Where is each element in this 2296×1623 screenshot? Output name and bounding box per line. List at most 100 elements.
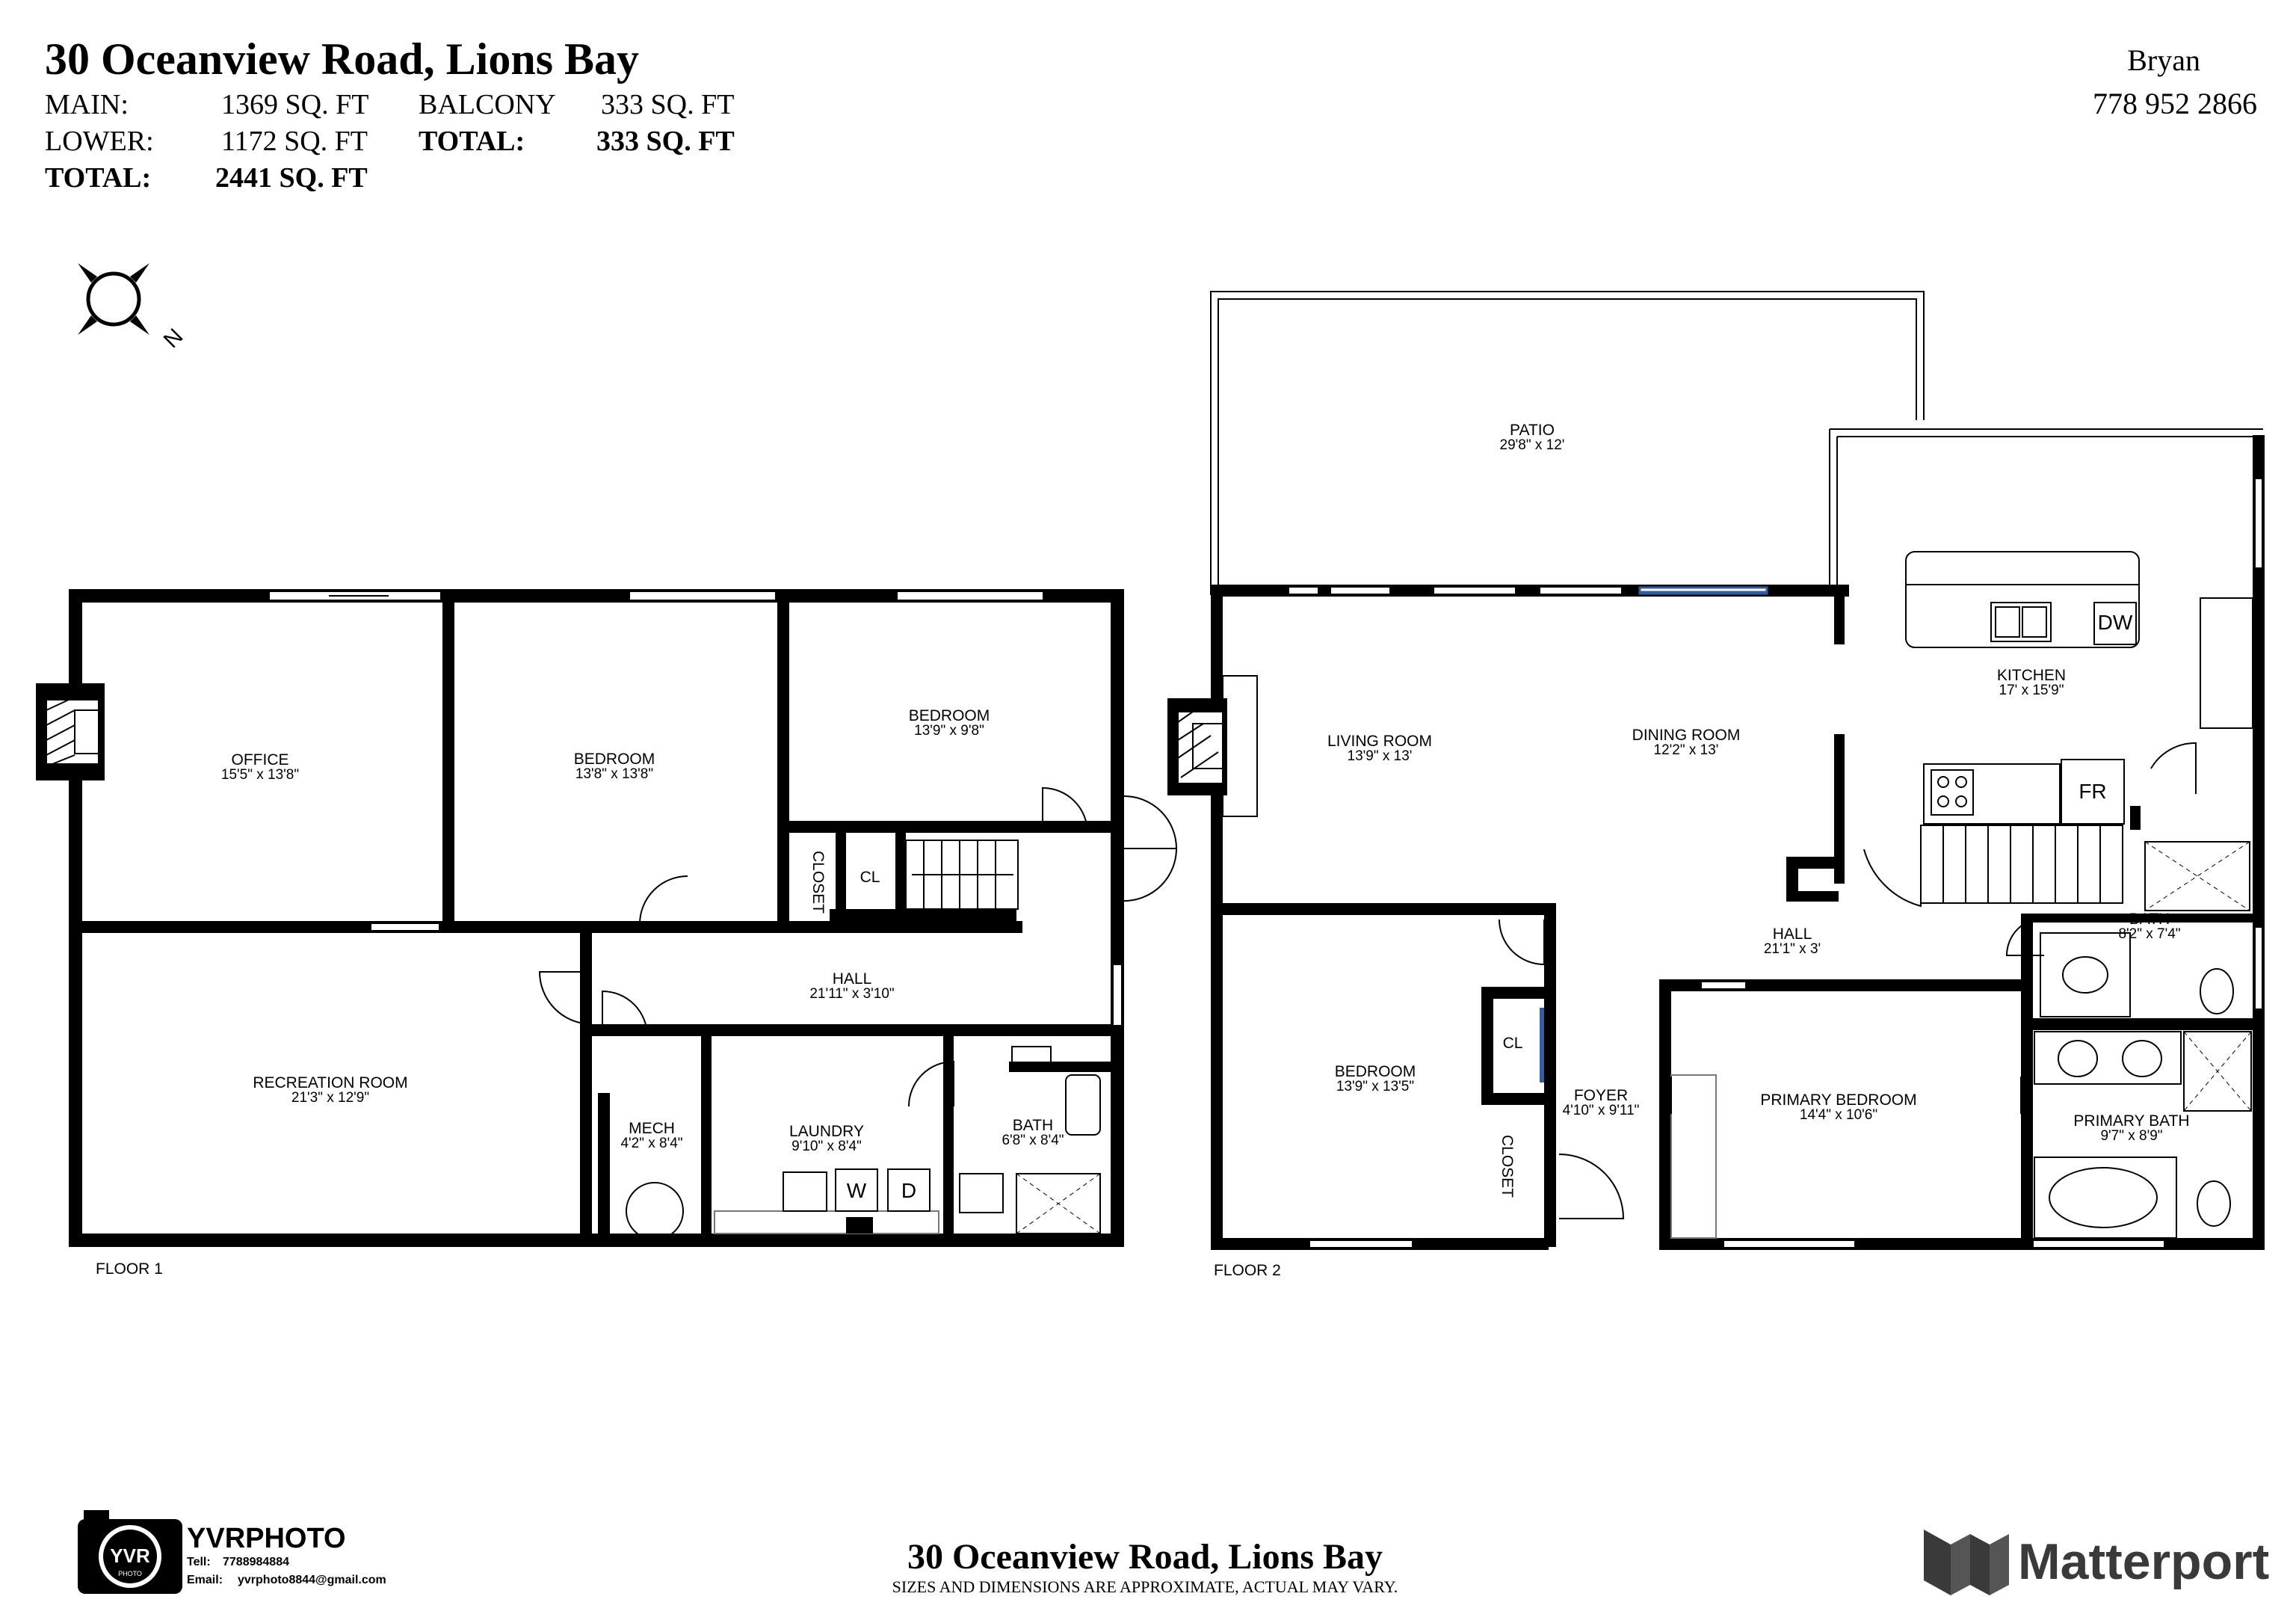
room-primary-bedroom: PRIMARY BEDROOM (1760, 1091, 1916, 1109)
f2-wall (1481, 1093, 1556, 1105)
f2-wall (1834, 585, 1845, 644)
room-f1-bath: BATH (1013, 1117, 1053, 1134)
f1-window (896, 591, 1044, 601)
room-dining-dim: 12'2" x 13' (1654, 742, 1719, 758)
stat-balcony-value: 333 SQ. FT (601, 89, 734, 120)
f2-wall (1211, 903, 1556, 915)
room-f2-hall-dim: 21'1" x 3' (1764, 941, 1821, 957)
f2-wall (2021, 1018, 2265, 1030)
room-primary-bath-dim: 9'7" x 8'9" (2100, 1128, 2162, 1144)
f2-window (1288, 586, 1319, 595)
room-primary-bedroom-dim: 14'4" x 10'6" (1800, 1107, 1877, 1123)
f2-wall (1211, 585, 1223, 1250)
room-f1-closet: CLOSET (809, 851, 827, 914)
stat-main-value: 1369 SQ. FT (221, 89, 368, 120)
primary-sink-icon (2058, 1040, 2098, 1077)
property-title: 30 Oceanview Road, Lions Bay (45, 34, 639, 84)
f2-window (1433, 586, 1516, 595)
f2-window (1723, 1239, 1856, 1248)
f1-wall (1111, 589, 1124, 1247)
agent-name: Bryan (2127, 43, 2200, 77)
f2-window (1309, 1239, 1413, 1248)
f1-wall (777, 821, 1121, 833)
room-living: LIVING ROOM (1327, 733, 1432, 750)
f1-stairs (905, 840, 1019, 910)
f1-tub-icon (1065, 1074, 1101, 1136)
room-laundry: LAUNDRY (789, 1123, 864, 1140)
f1-shower-icon (1016, 1173, 1101, 1234)
f1-wall (830, 909, 1016, 933)
matterport-logo-icon (1924, 1530, 2009, 1595)
f1-wall (1009, 1062, 1121, 1072)
compass-north-label: N (159, 324, 188, 353)
f1-water-heater-icon (626, 1182, 684, 1240)
f2-wall (1786, 891, 1839, 902)
room-recreation: RECREATION ROOM (253, 1074, 407, 1091)
f1-wall (777, 589, 789, 924)
f2-wall (1786, 857, 1798, 899)
f1-doors (538, 786, 1178, 1107)
f2-cl-door (1540, 1008, 1544, 1082)
room-f1-hall-dim: 21'11" x 3'10" (809, 986, 894, 1002)
compass-icon: N (78, 263, 188, 353)
room-foyer: FOYER (1574, 1087, 1628, 1104)
room-f2-bedroom: BEDROOM (1335, 1063, 1416, 1080)
f2-window (1330, 586, 1391, 595)
room-f1-bath-dim: 6'8" x 8'4" (1002, 1133, 1064, 1148)
room-mech-dim: 4'2" x 8'4" (620, 1136, 682, 1151)
brand-tel-label: Tell: (187, 1556, 211, 1568)
f1-wall (69, 921, 1022, 933)
f2-wall (1481, 987, 1556, 999)
dryer-icon (887, 1168, 931, 1212)
stat-lower-value: 1172 SQ. FT (221, 126, 368, 157)
room-f1-hall: HALL (833, 970, 872, 988)
room-f2-closet: CLOSET (1499, 1135, 1516, 1198)
f2-bath-sink-icon (2062, 956, 2108, 994)
room-bedroom-a-dim: 13'8" x 13'8" (575, 766, 653, 782)
floor-2: DW FR (1167, 291, 2265, 1279)
room-f1-cl: CL (860, 869, 880, 886)
f2-doors (1499, 742, 2197, 1219)
f2-bath-fixtures (2034, 841, 2252, 1239)
f2-window (1700, 981, 1747, 990)
room-patio-dim: 29'8" x 12' (1500, 437, 1565, 453)
primary-tub-icon (2049, 1167, 2158, 1228)
f2-wall (2253, 435, 2265, 1250)
f2-bath-toilet-icon (2200, 968, 2234, 1014)
f1-laundry-sink-icon (783, 1171, 827, 1212)
f2-wall (1659, 979, 1671, 1250)
room-foyer-dim: 4'10" x 9'11" (1563, 1103, 1640, 1118)
matterport-wordmark: Matterport (2018, 1533, 2269, 1590)
dishwasher-label: DW (2098, 611, 2133, 634)
f2-wall (1544, 903, 1556, 1247)
f1-fixtures: W D (626, 1046, 1101, 1240)
stat-total-value: 2441 SQ. FT (215, 162, 368, 194)
room-f2-bedroom-dim: 13'9" x 13'5" (1336, 1079, 1414, 1094)
floor-1: W D OFFICE 15'5" x 13'8" BEDROOM 13'8" x… (36, 589, 1178, 1278)
stat-balcony-label: BALCONY (419, 89, 556, 120)
stat-total2-label: TOTAL: (419, 126, 525, 157)
kitchen-island-icon (1905, 551, 2140, 648)
brand-name: YVRPHOTO (187, 1523, 346, 1554)
footer-title: 30 Oceanview Road, Lions Bay (907, 1537, 1383, 1577)
room-dining: DINING ROOM (1632, 727, 1741, 744)
footer-disclaimer: SIZES AND DIMENSIONS ARE APPROXIMATE, AC… (892, 1577, 1398, 1596)
f2-wall (2033, 914, 2265, 923)
f1-wall (895, 830, 906, 920)
f2-wall (2021, 914, 2033, 1250)
f2-window (1539, 586, 1623, 595)
kitchen-sink-icon (1990, 602, 2052, 642)
primary-sink-icon (2122, 1040, 2162, 1077)
f1-wall (69, 1234, 1124, 1247)
room-office-dim: 15'5" x 13'8" (221, 767, 299, 783)
fridge-label: FR (2079, 780, 2106, 803)
f1-wall (580, 928, 592, 1242)
f1-window (629, 591, 777, 601)
agent-phone: 778 952 2866 (2093, 87, 2257, 120)
room-f2-bath-dim: 8'2" x 7'4" (2118, 926, 2180, 942)
room-kitchen-dim: 17' x 15'9" (1999, 683, 2064, 698)
f2-wall (2130, 806, 2141, 830)
room-bedroom-a: BEDROOM (574, 751, 655, 768)
stat-total-label: TOTAL: (45, 162, 151, 194)
primary-shower-icon (2183, 1031, 2252, 1112)
